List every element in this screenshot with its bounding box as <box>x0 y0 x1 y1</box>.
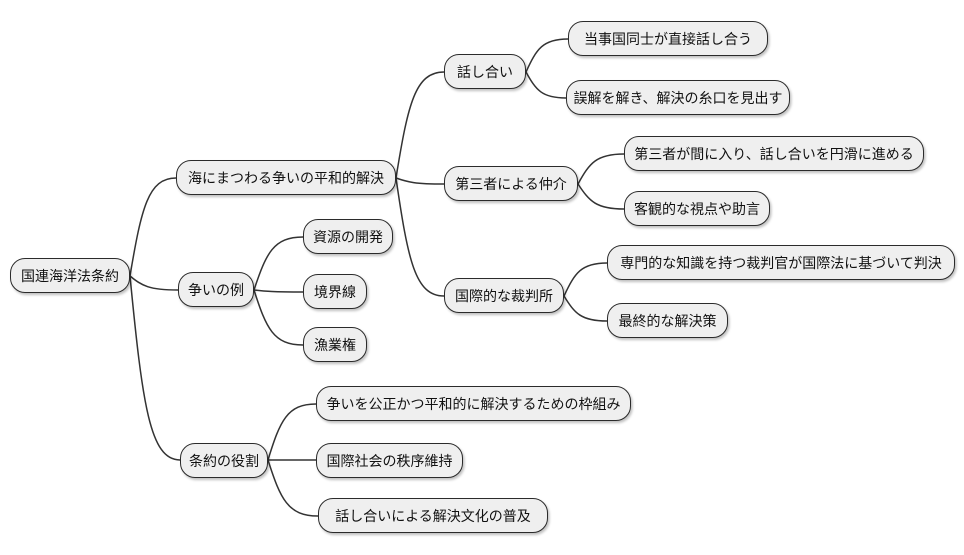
node-label: 境界線 <box>314 284 356 301</box>
node-label: 国際社会の秩序維持 <box>326 453 453 470</box>
node-label: 専門的な知識を持つ裁判官が国際法に基づいて判決 <box>620 255 942 272</box>
node-label: 誤解を解き、解決の糸口を見出す <box>573 90 783 107</box>
node-expert-judges: 専門的な知識を持つ裁判官が国際法に基づいて判決 <box>607 245 955 280</box>
node-label: 話し合いによる解決文化の普及 <box>335 508 531 525</box>
edge-mediation-to-facilitates <box>577 153 625 185</box>
node-label: 客観的な視点や助言 <box>634 201 760 218</box>
node-label: 資源の開発 <box>313 229 383 246</box>
node-label: 争いの例 <box>188 282 244 299</box>
node-fishing-rights: 漁業権 <box>303 327 367 362</box>
node-label: 国連海洋法条約 <box>21 268 119 285</box>
node-label: 国際的な裁判所 <box>455 288 553 305</box>
edge-court-to-expert-judges <box>563 262 608 297</box>
edge-mediation-to-objective-advice <box>577 183 625 210</box>
node-label: 条約の役割 <box>189 453 259 470</box>
edge-root-to-treaty-role <box>129 275 181 461</box>
node-label: 漁業権 <box>314 337 356 354</box>
edge-peaceful-to-mediation <box>395 177 445 185</box>
edge-root-to-dispute-examples <box>129 275 179 291</box>
node-treaty-role: 条約の役割 <box>180 443 268 478</box>
node-resource-development: 資源の開発 <box>303 219 393 254</box>
edge-root-to-peaceful-resolution <box>129 177 177 277</box>
edge-role-to-discussion-culture <box>267 459 319 517</box>
node-label: 争いを公正かつ平和的に解決するための枠組み <box>326 396 621 413</box>
edge-peaceful-to-court <box>395 177 445 297</box>
node-discussion: 話し合い <box>444 54 526 89</box>
node-objective-advice: 客観的な視点や助言 <box>624 191 770 226</box>
node-label: 当事国同士が直接話し合う <box>584 31 752 48</box>
edge-role-to-framework <box>267 403 317 461</box>
node-label: 海にまつわる争いの平和的解決 <box>188 170 384 187</box>
node-international-order: 国際社会の秩序維持 <box>316 443 463 478</box>
node-label: 最終的な解決策 <box>618 313 717 330</box>
node-label: 第三者による仲介 <box>455 176 567 193</box>
node-discussion-culture: 話し合いによる解決文化の普及 <box>318 498 548 533</box>
node-peaceful-resolution: 海にまつわる争いの平和的解決 <box>176 160 396 195</box>
node-mediator-facilitates: 第三者が間に入り、話し合いを円滑に進める <box>624 136 924 171</box>
node-international-court: 国際的な裁判所 <box>444 278 564 313</box>
node-third-party-mediation: 第三者による仲介 <box>444 166 578 201</box>
mindmap-root-node: 国連海洋法条約 <box>10 258 130 293</box>
node-dispute-examples: 争いの例 <box>178 272 254 307</box>
edge-examples-to-resource-development <box>253 236 304 291</box>
edge-court-to-final-solution <box>563 295 608 322</box>
node-boundary-lines: 境界線 <box>303 274 367 309</box>
node-direct-talks: 当事国同士が直接話し合う <box>568 21 768 56</box>
edge-discussion-to-resolve-misunderstanding <box>525 71 567 99</box>
node-fair-peaceful-framework: 争いを公正かつ平和的に解決するための枠組み <box>316 386 631 421</box>
edge-examples-to-boundary-lines <box>253 289 304 293</box>
edge-peaceful-to-discussion <box>395 71 445 179</box>
edge-discussion-to-direct-talks <box>525 38 569 73</box>
node-final-solution: 最終的な解決策 <box>607 303 728 338</box>
node-resolve-misunderstanding: 誤解を解き、解決の糸口を見出す <box>566 80 790 115</box>
node-label: 第三者が間に入り、話し合いを円滑に進める <box>634 146 914 163</box>
node-label: 話し合い <box>457 64 513 81</box>
edge-examples-to-fishing-rights <box>253 289 304 346</box>
